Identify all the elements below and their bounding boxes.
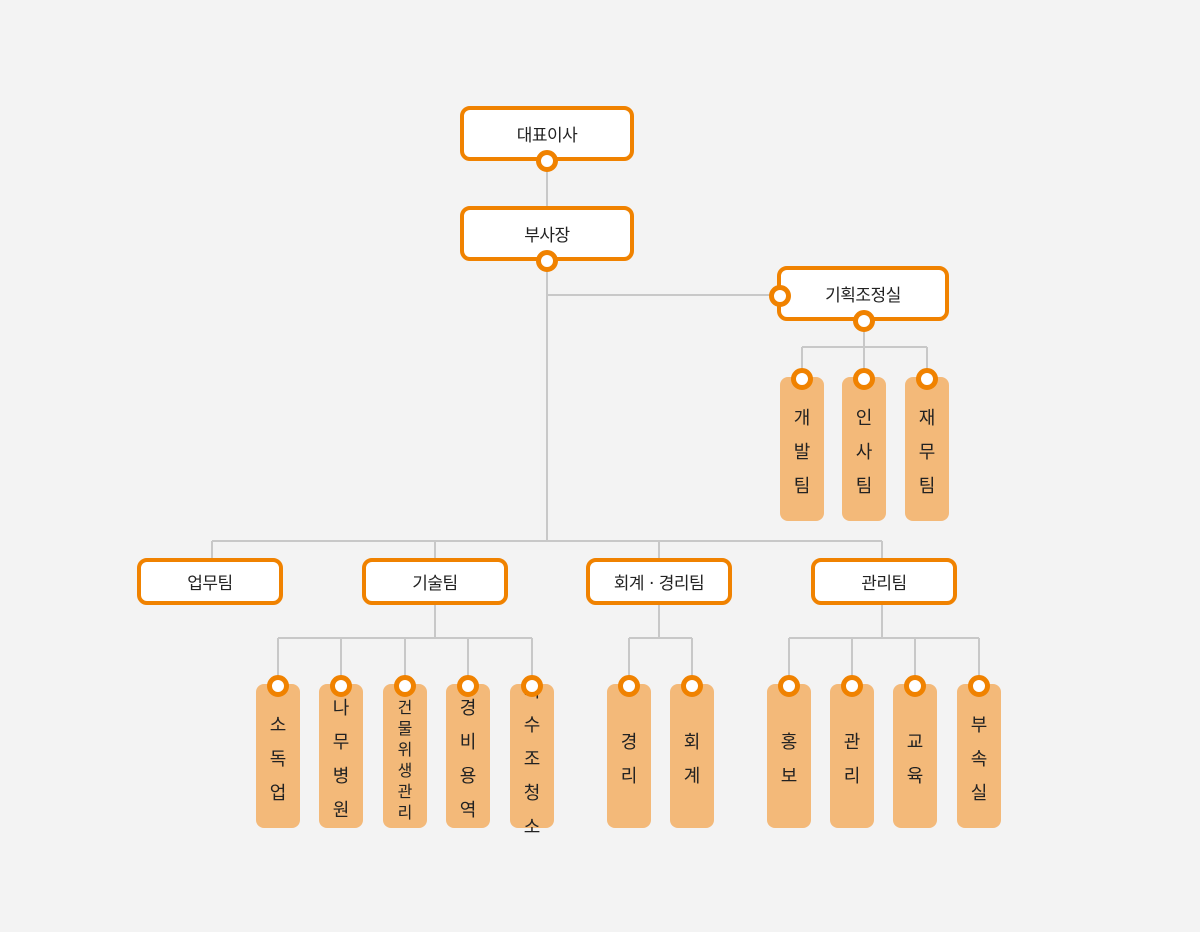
connector-dot — [778, 675, 800, 697]
connector-dot — [394, 675, 416, 697]
tag-char: 건 — [397, 698, 413, 717]
connector-dot — [457, 675, 479, 697]
node-business-team[interactable]: 업무팀 — [137, 558, 283, 605]
tag-char: 독 — [269, 749, 287, 770]
connector-dot — [618, 675, 640, 697]
connector-dot — [681, 675, 703, 697]
tag-char: 육 — [906, 766, 924, 787]
tag-char: 회 — [683, 732, 701, 753]
tag-char: 발 — [793, 442, 811, 463]
tag-char: 팀 — [918, 476, 936, 497]
tag-char: 팀 — [855, 476, 873, 497]
tag-char: 경 — [620, 732, 638, 753]
tag-char: 홍 — [780, 732, 798, 753]
tag-char: 용 — [459, 766, 477, 787]
connector-dot — [853, 310, 875, 332]
connector-dot — [536, 250, 558, 272]
tag-char: 소 — [523, 817, 541, 838]
tag-char: 인 — [855, 408, 873, 429]
tag-char: 실 — [970, 783, 988, 804]
tag-char: 재 — [918, 408, 936, 429]
tag-char: 물 — [397, 719, 413, 738]
tag-char: 리 — [397, 803, 413, 822]
connector-dot — [791, 368, 813, 390]
connector-dot — [769, 285, 791, 307]
tag-char: 교 — [906, 732, 924, 753]
tag-char: 청 — [523, 783, 541, 804]
tag-char: 관 — [843, 732, 861, 753]
node-tech-team[interactable]: 기술팀 — [362, 558, 508, 605]
tag-char: 보 — [780, 766, 798, 787]
connector-dot — [267, 675, 289, 697]
tag-char: 수 — [523, 715, 541, 736]
connector-dot — [841, 675, 863, 697]
tag-char: 위 — [397, 740, 413, 759]
node-management-team[interactable]: 관리팀 — [811, 558, 957, 605]
tag-char: 리 — [620, 766, 638, 787]
tag-char: 경 — [459, 698, 477, 719]
tag-tank-cleaning[interactable]: 저수조청소 — [510, 681, 554, 838]
tag-char: 생 — [397, 761, 413, 780]
tag-char: 무 — [332, 732, 350, 753]
connector-dot — [916, 368, 938, 390]
tag-char: 조 — [523, 749, 541, 770]
tag-char: 사 — [855, 442, 873, 463]
tag-char: 팀 — [793, 476, 811, 497]
tag-char: 부 — [970, 715, 988, 736]
tag-char: 속 — [970, 749, 988, 770]
connector-dot — [330, 675, 352, 697]
tag-char: 병 — [332, 766, 350, 787]
connector-dot — [853, 368, 875, 390]
node-ceo[interactable]: 대표이사 — [460, 106, 634, 161]
connector-dot — [968, 675, 990, 697]
tag-char: 소 — [269, 715, 287, 736]
tag-char: 원 — [332, 800, 350, 821]
tag-char: 비 — [459, 732, 477, 753]
connector-dot — [536, 150, 558, 172]
tag-char: 개 — [793, 408, 811, 429]
tag-char: 리 — [843, 766, 861, 787]
tag-char: 무 — [918, 442, 936, 463]
node-accounting-team[interactable]: 회계 · 경리팀 — [586, 558, 732, 605]
tag-char: 나 — [332, 698, 350, 719]
connector-dot — [904, 675, 926, 697]
tag-char: 업 — [269, 783, 287, 804]
tag-char: 역 — [459, 800, 477, 821]
connector-dot — [521, 675, 543, 697]
tag-char: 관 — [397, 782, 413, 801]
tag-char: 계 — [683, 766, 701, 787]
